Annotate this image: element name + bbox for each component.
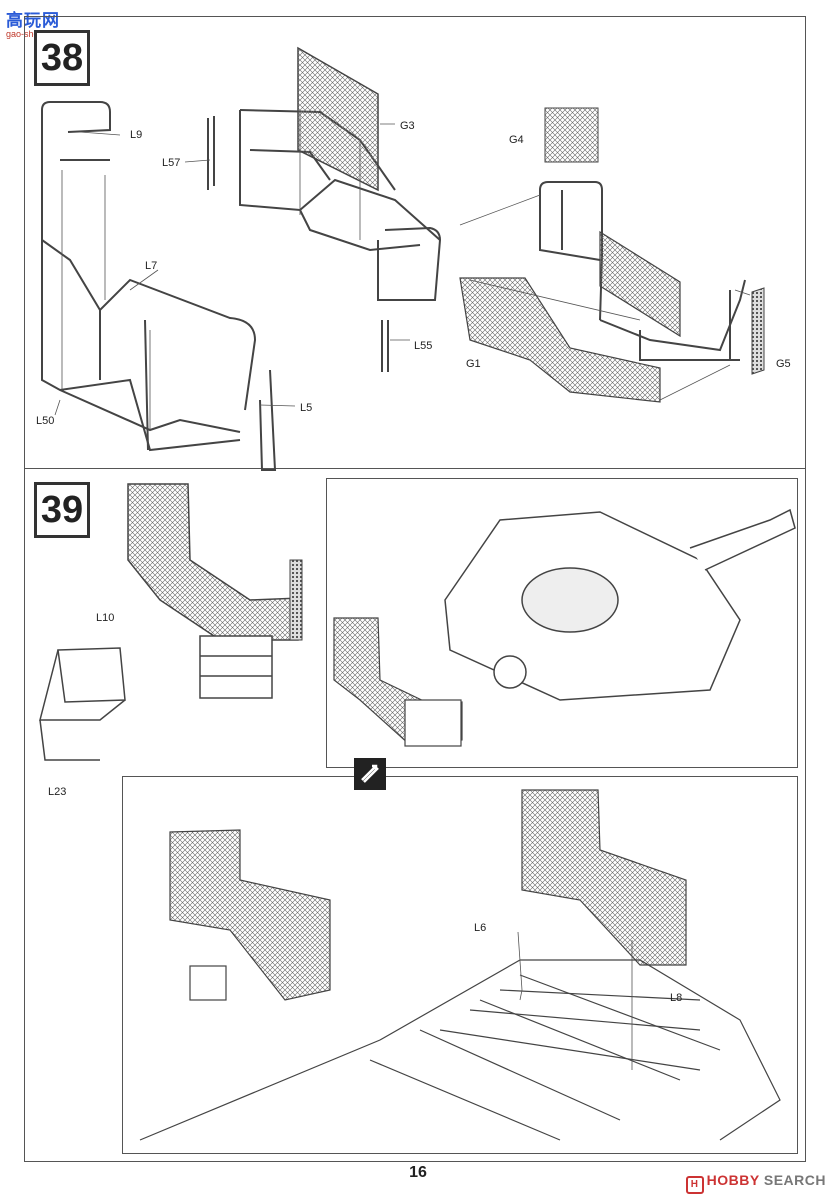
hull-detail-frame	[122, 776, 798, 1154]
tweezers-icon	[189, 965, 227, 1001]
label-g4: G4	[509, 134, 524, 146]
label-l6: L6	[474, 922, 487, 934]
engine-deck	[139, 959, 781, 1141]
label-l7: L7	[145, 260, 158, 272]
label-l23: L23	[48, 786, 67, 798]
rail-frame-right	[539, 181, 746, 361]
label-l57: L57	[162, 157, 181, 169]
hull-basket-left	[169, 829, 331, 1001]
right-guide-lines	[459, 194, 751, 401]
mesh-panel-g5	[751, 287, 765, 375]
brand-suffix: SEARCH	[763, 1172, 826, 1188]
step-39-number: 39	[34, 482, 90, 538]
brand-prefix: HOBBY	[706, 1172, 760, 1188]
hull-guide-lines	[517, 931, 633, 1070]
middle-guide-lines	[184, 110, 410, 341]
label-l5: L5	[300, 402, 313, 414]
label-g5: G5	[776, 358, 791, 370]
hobbysearch-logo-icon: H	[685, 1176, 704, 1194]
label-l50: L50	[36, 415, 55, 427]
page-border	[24, 16, 806, 1162]
hull-basket-right	[521, 789, 687, 966]
label-g1: G1	[466, 358, 481, 370]
label-l9: L9	[130, 129, 143, 141]
label-l55: L55	[414, 340, 433, 352]
label-l10: L10	[96, 612, 115, 624]
step-38-number: 38	[34, 30, 90, 86]
turret-detail-frame	[326, 478, 798, 768]
step-divider	[24, 468, 806, 469]
rail-guide-lines	[54, 131, 296, 430]
rail-frame-left	[41, 101, 277, 471]
turret-assembly	[444, 508, 796, 701]
mesh-side-panel	[599, 230, 681, 338]
turret-storage-box	[404, 699, 462, 747]
storage-box	[199, 635, 273, 699]
mesh-panel-g4	[544, 107, 599, 163]
watermark-text: 高玩网	[6, 11, 60, 30]
label-g3: G3	[400, 120, 415, 132]
frame-l10-l23	[39, 647, 126, 761]
rotate-view-icon	[354, 758, 386, 790]
label-l8: L8	[670, 992, 683, 1004]
mesh-panel-g1	[459, 277, 661, 403]
mesh-panel-g3	[297, 46, 379, 192]
basket-end-panel	[289, 559, 303, 641]
page-number: 16	[409, 1164, 427, 1181]
basket-assembly-39	[127, 483, 301, 641]
